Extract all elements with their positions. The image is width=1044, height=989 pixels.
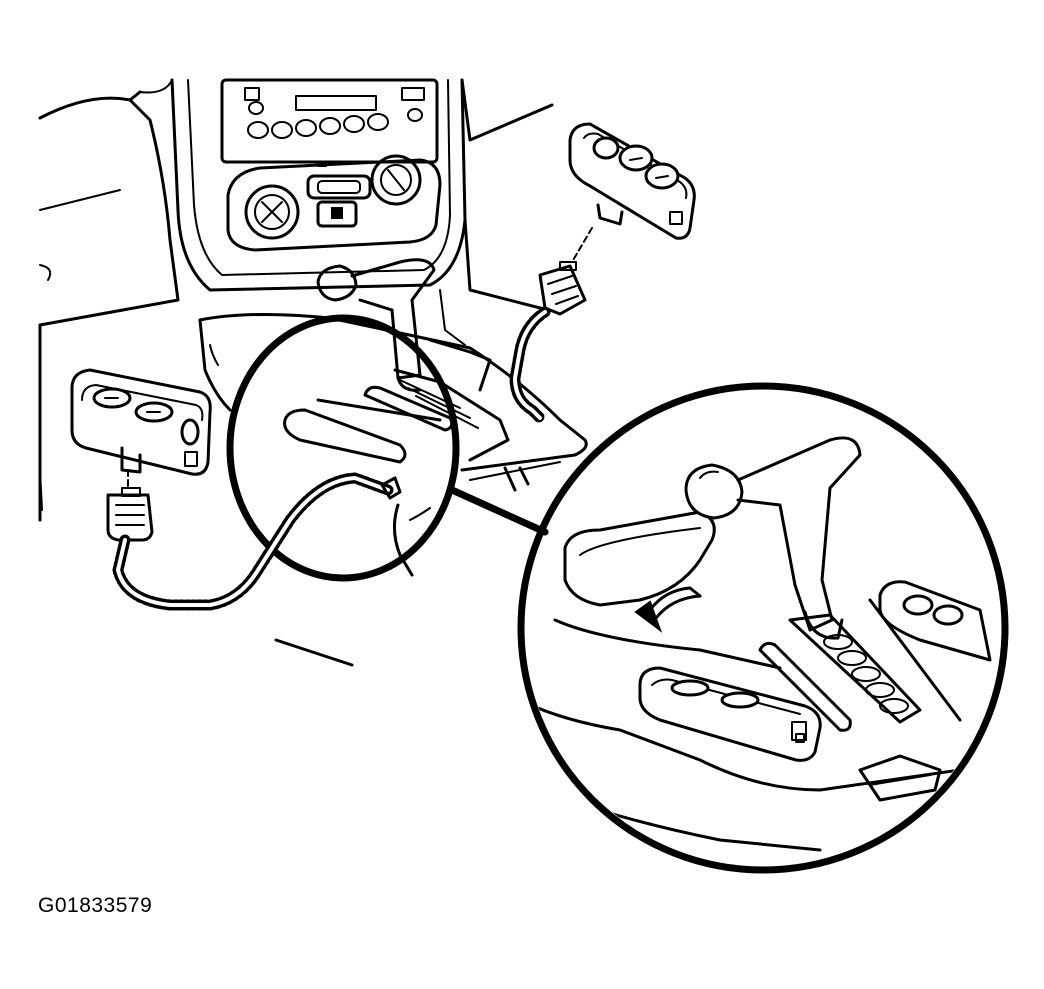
floor-lines — [39, 469, 354, 667]
left-wire-harness — [112, 472, 402, 611]
zoomed-detail — [517, 382, 1009, 874]
figure-id-label: G01833579 — [38, 894, 153, 917]
radio-unit — [220, 78, 439, 164]
right-switch-buttons — [592, 136, 680, 190]
detail-source-circle — [226, 314, 460, 582]
center-stack — [170, 78, 554, 312]
hvac-control-panel — [226, 154, 442, 252]
left-switch-buttons — [92, 387, 200, 446]
zoom-right-switch — [878, 580, 992, 662]
left-knob — [244, 184, 300, 240]
left-connector — [106, 469, 154, 542]
right-window-switch — [568, 122, 696, 240]
right-wire-harness — [509, 306, 551, 424]
right-connector — [538, 227, 593, 316]
removal-arrow — [634, 586, 702, 633]
detail-leader-line — [448, 486, 549, 536]
zoom-window-switch — [638, 666, 822, 762]
left-window-switch — [70, 368, 212, 476]
radio-buttons — [247, 101, 423, 139]
right-knob — [370, 154, 422, 206]
